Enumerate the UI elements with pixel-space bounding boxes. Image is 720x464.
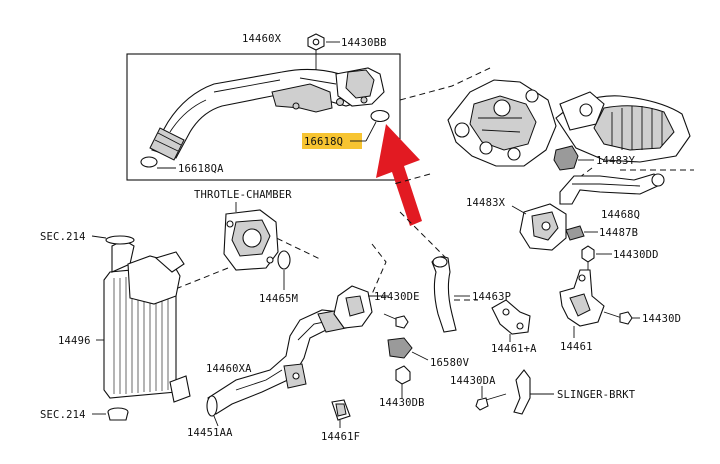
label-14483y: 14483Y — [596, 155, 636, 167]
o-ring-16618qa — [140, 156, 158, 168]
label-16580v: 16580V — [430, 357, 470, 369]
hose-14468q — [559, 173, 665, 205]
clamp-14487b — [565, 225, 598, 241]
label-16618q: 16618Q — [304, 136, 343, 148]
bolt-14430de — [383, 313, 409, 329]
highlight-16618q — [302, 133, 362, 149]
label-14460xa: 14460XA — [206, 363, 252, 375]
label-14461f: 14461F — [321, 431, 360, 443]
label-14460x: 14460X — [242, 33, 282, 45]
sensor-14483y — [553, 145, 594, 171]
cap-sec214-bottom — [107, 407, 129, 421]
label-14496: 14496 — [58, 335, 91, 347]
bolt-14430db — [395, 365, 411, 398]
label-14461a: 14461+A — [491, 343, 537, 355]
intercooler-14496 — [96, 235, 191, 403]
bracket-14461f — [331, 399, 351, 428]
label-14430dd: 14430DD — [613, 249, 659, 261]
intake-pipe-14460x — [149, 67, 385, 161]
outlet-pipe-14460xa — [207, 309, 347, 415]
label-16618qa: 16618QA — [178, 163, 224, 175]
label-14463p: 14463P — [472, 291, 511, 303]
label-14430bb: 14430BB — [341, 37, 387, 49]
bolt-14430bb — [307, 33, 340, 70]
o-ring-16618q — [370, 109, 390, 123]
red-arrow-icon — [376, 124, 422, 226]
label-14468q: 14468Q — [601, 209, 640, 221]
label-14430de: 14430DE — [374, 291, 420, 303]
label-14465m: 14465M — [259, 293, 298, 305]
bolt-14430dd — [581, 245, 612, 280]
label-14430da: 14430DA — [450, 375, 496, 387]
hose-14463p — [431, 256, 470, 333]
label-14430d: 14430D — [642, 313, 681, 325]
sensor-16580v — [387, 337, 429, 361]
clamp-14451aa — [206, 395, 219, 427]
o-ring-14465m — [277, 250, 291, 270]
label-sec214-bottom: SEC.214 — [40, 409, 86, 421]
valve-14483x — [511, 203, 567, 251]
label-14430db: 14430DB — [379, 397, 425, 409]
label-sec214-top: SEC.214 — [40, 231, 86, 243]
detail-frame — [126, 53, 401, 181]
throttle-chamber — [223, 202, 279, 271]
bolt-14430da — [475, 386, 507, 411]
engine-turbo-assembly — [447, 79, 691, 167]
bracket-14461a — [491, 299, 531, 342]
label-slinger-brkt: SLINGER-BRKT — [557, 389, 636, 401]
label-throttle-chamber: THROTLE-CHAMBER — [194, 189, 292, 201]
label-14483x: 14483X — [466, 197, 506, 209]
part-labels: 14460X 14430BB 16618Q 16618QA THROTLE-CH… — [40, 33, 681, 443]
label-14451aa: 14451AA — [187, 427, 233, 439]
bracket-14461 — [559, 269, 605, 338]
throttle-hose — [333, 285, 388, 329]
slinger-bracket — [513, 369, 554, 415]
label-14487b: 14487B — [599, 227, 638, 239]
bolt-14430d — [603, 311, 640, 325]
label-14461: 14461 — [560, 341, 593, 353]
